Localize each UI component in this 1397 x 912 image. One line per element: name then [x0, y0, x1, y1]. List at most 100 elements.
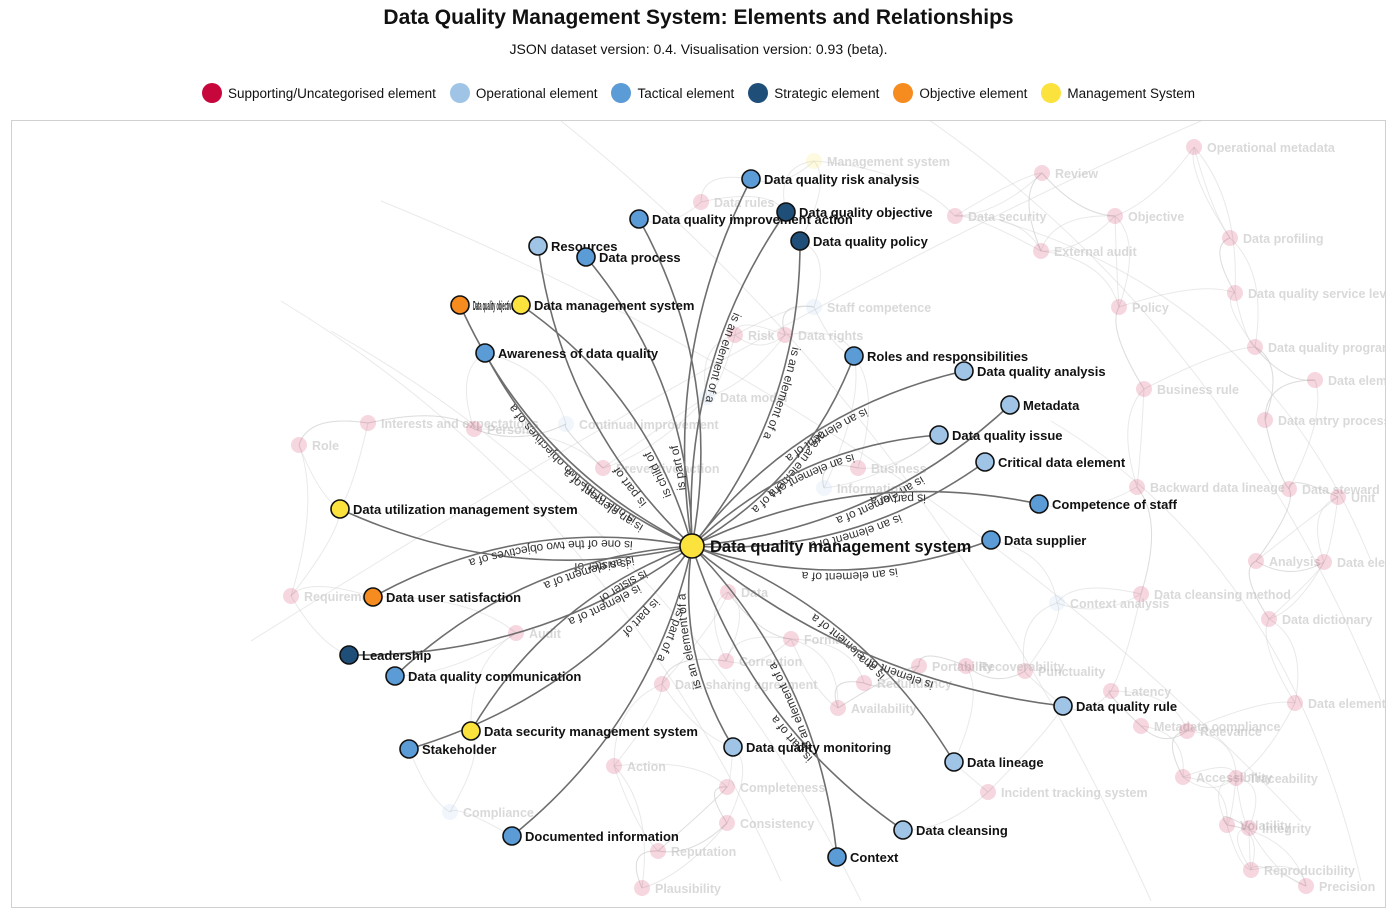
element-node[interactable]: [339, 645, 359, 665]
legend-item-tactical[interactable]: Tactical element: [611, 83, 734, 103]
relationship-link[interactable]: [691, 404, 1011, 551]
element-node[interactable]: [399, 739, 419, 759]
element-node[interactable]: [363, 587, 383, 607]
element-node[interactable]: [629, 209, 649, 229]
relationship-link[interactable]: [484, 352, 693, 548]
element-node[interactable]: [1053, 696, 1073, 716]
background-node[interactable]: [911, 658, 927, 674]
background-node[interactable]: [856, 675, 872, 691]
background-node[interactable]: [727, 327, 743, 343]
background-node[interactable]: [1307, 372, 1323, 388]
relationship-link[interactable]: [470, 544, 693, 732]
background-node[interactable]: [850, 460, 866, 476]
element-node[interactable]: [929, 425, 949, 445]
legend-item-objective[interactable]: Objective element: [893, 83, 1027, 103]
legend-item-operational[interactable]: Operational element: [449, 83, 597, 103]
background-node[interactable]: [1243, 862, 1259, 878]
background-node[interactable]: [718, 653, 734, 669]
background-node[interactable]: [1219, 817, 1235, 833]
element-node[interactable]: [475, 343, 495, 363]
element-node[interactable]: [511, 295, 531, 315]
background-node[interactable]: [1133, 718, 1149, 734]
relationship-link[interactable]: [691, 434, 940, 547]
background-node[interactable]: [980, 784, 996, 800]
relationship-link[interactable]: [585, 256, 697, 547]
background-node[interactable]: [1133, 586, 1149, 602]
relationship-link[interactable]: [339, 508, 693, 562]
background-node[interactable]: [466, 421, 482, 437]
element-node[interactable]: [944, 752, 964, 772]
element-node[interactable]: [1029, 494, 1049, 514]
element-node[interactable]: [450, 295, 470, 315]
background-node[interactable]: [1298, 878, 1314, 894]
background-node[interactable]: [1241, 820, 1257, 836]
element-node[interactable]: [461, 721, 481, 741]
relationship-link[interactable]: [691, 490, 1040, 547]
background-node[interactable]: [634, 880, 650, 896]
legend-item-supporting[interactable]: Supporting/Uncategorised element: [202, 83, 436, 103]
background-node[interactable]: [650, 843, 666, 859]
element-node[interactable]: [502, 826, 522, 846]
background-node[interactable]: [1175, 769, 1191, 785]
background-node[interactable]: [558, 416, 574, 432]
background-node[interactable]: [1034, 165, 1050, 181]
element-node[interactable]: [1000, 395, 1020, 415]
element-node[interactable]: [576, 247, 596, 267]
background-node[interactable]: [947, 208, 963, 224]
relationship-link[interactable]: [520, 304, 695, 547]
background-node[interactable]: [693, 194, 709, 210]
background-node[interactable]: [1247, 339, 1263, 355]
background-node[interactable]: [1287, 695, 1303, 711]
element-node[interactable]: [385, 666, 405, 686]
background-node[interactable]: [830, 700, 846, 716]
background-node[interactable]: [777, 327, 793, 343]
background-node[interactable]: [1111, 299, 1127, 315]
background-node[interactable]: [360, 415, 376, 431]
background-node[interactable]: [1033, 243, 1049, 259]
background-node[interactable]: [719, 779, 735, 795]
background-node[interactable]: [1316, 554, 1332, 570]
element-node[interactable]: [330, 499, 350, 519]
background-node[interactable]: [1136, 381, 1152, 397]
relationship-link[interactable]: [511, 545, 695, 837]
relationship-link[interactable]: [691, 355, 855, 547]
background-node[interactable]: [1257, 412, 1273, 428]
background-node[interactable]: [606, 758, 622, 774]
background-node[interactable]: [442, 804, 458, 820]
relationship-link[interactable]: [686, 211, 787, 547]
element-node[interactable]: [844, 346, 864, 366]
background-node[interactable]: [595, 460, 611, 476]
background-node[interactable]: [816, 480, 832, 496]
background-node[interactable]: [1227, 285, 1243, 301]
relationship-link[interactable]: [690, 545, 904, 831]
background-node[interactable]: [1186, 139, 1202, 155]
background-node[interactable]: [1248, 553, 1264, 569]
relationship-link[interactable]: [372, 536, 693, 598]
element-node[interactable]: [981, 530, 1001, 550]
background-node[interactable]: [958, 658, 974, 674]
element-node[interactable]: [827, 847, 847, 867]
background-node[interactable]: [1228, 770, 1244, 786]
relationship-link[interactable]: [691, 545, 1064, 707]
element-node[interactable]: [776, 202, 796, 222]
relationship-link[interactable]: [691, 461, 986, 552]
relationship-link[interactable]: [408, 545, 693, 750]
legend-item-management[interactable]: Management System: [1041, 83, 1195, 103]
background-node[interactable]: [654, 676, 670, 692]
background-node[interactable]: [1129, 479, 1145, 495]
relationship-link[interactable]: [686, 545, 734, 748]
legend-item-strategic[interactable]: Strategic element: [748, 83, 879, 103]
background-node[interactable]: [1261, 611, 1277, 627]
background-node[interactable]: [1222, 230, 1238, 246]
background-node[interactable]: [720, 584, 736, 600]
element-node[interactable]: [893, 820, 913, 840]
background-node[interactable]: [1179, 723, 1195, 739]
element-node[interactable]: [741, 169, 761, 189]
element-node[interactable]: [954, 361, 974, 381]
relationship-link[interactable]: [638, 218, 702, 547]
background-node[interactable]: [1017, 663, 1033, 679]
background-node[interactable]: [1049, 595, 1065, 611]
background-node[interactable]: [291, 437, 307, 453]
